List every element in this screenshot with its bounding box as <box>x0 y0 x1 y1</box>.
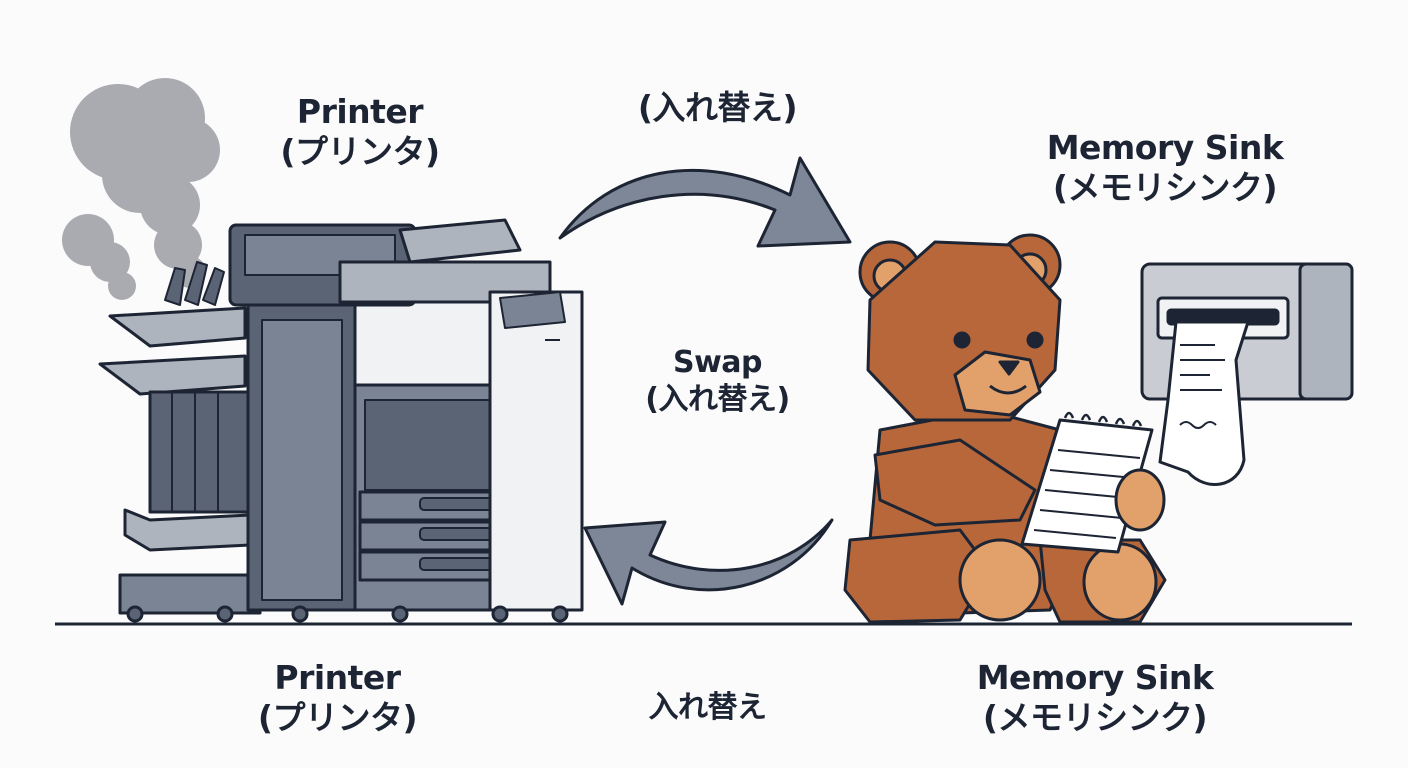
swap-arrow-label-top: (入れ替え) <box>637 88 798 127</box>
swap-label-center: Swap (入れ替え) <box>610 345 825 418</box>
printer-icon <box>98 218 584 623</box>
printer-kana-top: (プリンタ) <box>280 132 440 172</box>
printer-name-top: Printer <box>296 92 424 131</box>
teddy-bear-icon <box>843 233 1167 624</box>
memory-sink-kana-top: (メモリシンク) <box>1052 168 1278 208</box>
swap-arrow-bottom <box>583 518 834 606</box>
memory-sink-label-top: Memory Sink (メモリシンク) <box>1010 128 1320 209</box>
printer-name-bottom: Printer <box>274 658 401 697</box>
printer-label-bottom: Printer (プリンタ) <box>230 658 445 739</box>
swap-label-bottom: 入れ替え <box>648 690 768 725</box>
swap-ja: (入れ替え) <box>645 381 790 417</box>
printer-kana-bottom: (プリンタ) <box>257 698 418 738</box>
memory-sink-name-bottom: Memory Sink <box>976 658 1214 697</box>
swap-en: Swap <box>672 345 763 380</box>
swap-arrow-top <box>558 156 852 248</box>
memory-sink-icon <box>1140 262 1354 486</box>
printer-label-top: Printer (プリンタ) <box>255 92 465 173</box>
memory-sink-kana-bottom: (メモリシンク) <box>982 698 1208 738</box>
memory-sink-name-top: Memory Sink <box>1046 128 1284 167</box>
memory-sink-label-bottom: Memory Sink (メモリシンク) <box>940 658 1250 739</box>
